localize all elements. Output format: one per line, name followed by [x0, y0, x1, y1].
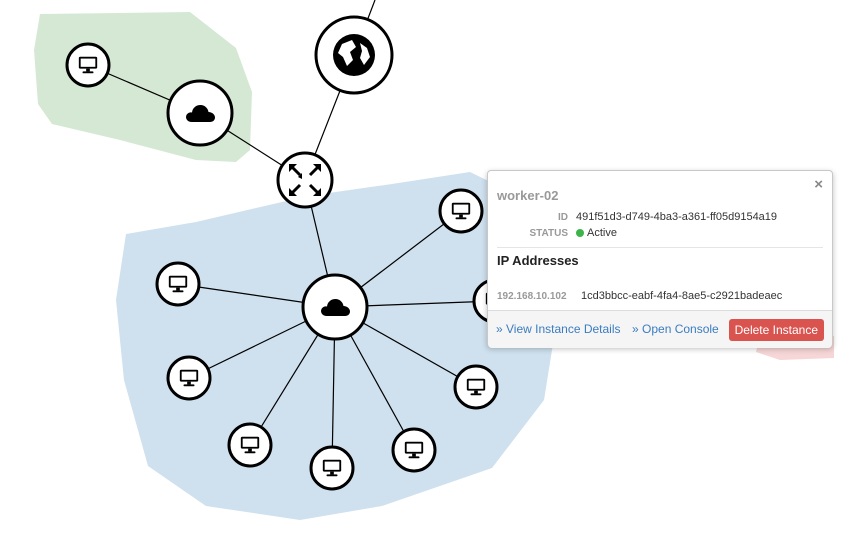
blue-network-node[interactable]	[301, 273, 369, 341]
id-value: 491f51d3-d749-4ba3-a361-ff05d9154a19	[576, 211, 778, 223]
instance-node[interactable]	[391, 427, 437, 473]
instance-node[interactable]	[227, 422, 273, 468]
instance-name: worker-02	[497, 188, 559, 203]
instance-node[interactable]	[438, 188, 484, 234]
status-dot	[576, 229, 584, 237]
instance-node[interactable]	[65, 42, 111, 88]
status-value: Active	[587, 227, 617, 239]
blue-network-region[interactable]	[116, 172, 560, 520]
instance-node[interactable]	[453, 364, 499, 410]
close-icon[interactable]: ×	[814, 176, 823, 193]
id-label: ID	[558, 212, 568, 223]
instance-node[interactable]	[309, 445, 355, 491]
ip-addresses-heading: IP Addresses	[497, 253, 579, 268]
port-id: 1cd3bbcc-eabf-4fa4-8ae5-c2921badeaec	[581, 290, 783, 302]
external-network-node[interactable]	[314, 15, 394, 95]
status-label: STATUS	[529, 228, 568, 239]
popup-footer: » View Instance Details » Open Console D…	[488, 310, 832, 348]
instance-details-popup: × worker-02 ID 491f51d3-d749-4ba3-a361-f…	[487, 170, 833, 348]
globe-icon	[333, 34, 375, 76]
ip-address: 192.168.10.102	[497, 291, 567, 302]
divider	[497, 247, 823, 248]
view-instance-details-link[interactable]: » View Instance Details	[496, 322, 621, 336]
router-icon	[289, 164, 321, 196]
instance-node[interactable]	[166, 355, 212, 401]
router-node[interactable]	[276, 151, 334, 209]
status-value-wrap: Active	[576, 227, 617, 239]
green-network-node[interactable]	[166, 79, 234, 147]
instance-node[interactable]	[155, 261, 201, 307]
open-console-link[interactable]: » Open Console	[632, 322, 719, 336]
delete-instance-button[interactable]: Delete Instance	[728, 319, 824, 341]
